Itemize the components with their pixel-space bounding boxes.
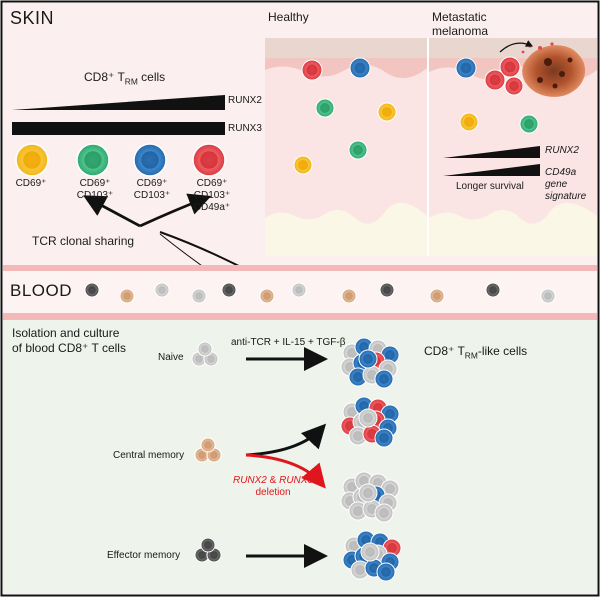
cd69-cd103-cd49a-cell bbox=[192, 143, 226, 177]
blood-cell bbox=[119, 288, 135, 304]
tumor-mass bbox=[521, 42, 586, 97]
healthy-orange-cell-2 bbox=[293, 155, 313, 175]
effector-memory-trm-like-cluster bbox=[382, 538, 402, 558]
cd69-cd103-label-green: CD69⁺ CD103⁺ bbox=[76, 178, 114, 201]
effector-memory-trm-like-cluster bbox=[376, 562, 396, 582]
cd69-cd103-cell-green bbox=[76, 143, 110, 177]
effector-memory-label: Effector memory bbox=[107, 550, 181, 561]
cd69-cd103-label-blue: CD69⁺ CD103⁺ bbox=[133, 178, 171, 201]
metastatic-green-cell bbox=[519, 114, 539, 134]
blood-cell bbox=[154, 282, 170, 298]
naive-trm-like-cluster bbox=[358, 349, 378, 369]
effector-memory-cell-cluster bbox=[200, 537, 216, 553]
metastatic-red-cell-2 bbox=[499, 56, 521, 78]
tcr-arrow-to-trm bbox=[139, 193, 212, 228]
central-memory-deletion-arrow bbox=[245, 453, 326, 489]
central-memory-trm-like-cluster bbox=[358, 408, 378, 428]
central-memory-trm-like-cluster bbox=[348, 426, 368, 446]
effector-memory-trm-like-cluster bbox=[360, 542, 380, 562]
central-memory-cell-cluster bbox=[200, 437, 216, 453]
healthy-green-cell-2 bbox=[348, 140, 368, 160]
healthy-tissue bbox=[265, 38, 427, 256]
blood-cell bbox=[84, 282, 100, 298]
cd49a-survival-bar bbox=[443, 164, 540, 176]
runx3-gradient-bar bbox=[12, 122, 225, 135]
runx2-label: RUNX2 bbox=[228, 95, 262, 106]
metastatic-red-cell bbox=[484, 69, 506, 91]
cd69-cd103-cell-blue bbox=[133, 143, 167, 177]
healthy-blue-cell bbox=[349, 57, 371, 79]
deletion-cell-cluster bbox=[358, 483, 378, 503]
healthy-green-cell bbox=[315, 98, 335, 118]
longer-survival-label: Longer survival bbox=[456, 181, 524, 192]
deletion-cell-cluster bbox=[374, 503, 394, 523]
central-memory-culture-arrow bbox=[245, 423, 327, 457]
metastatic-orange-cell bbox=[459, 112, 479, 132]
trm-cells-title: CD8⁺ TRM cells bbox=[84, 70, 166, 87]
blood-cell bbox=[379, 282, 395, 298]
metastatic-blue-cell bbox=[455, 57, 477, 79]
blood-vessel bbox=[3, 265, 597, 320]
culture-condition-label: anti-TCR + IL-15 + TGF-β bbox=[231, 337, 346, 348]
blood-cell bbox=[429, 288, 445, 304]
deletion-cell-cluster bbox=[380, 479, 400, 499]
culture-panel bbox=[3, 320, 597, 594]
skin-title: SKIN bbox=[10, 8, 55, 28]
cd69-cd103-cd49a-label: CD69⁺ CD103⁺ CD49a⁺ bbox=[193, 178, 231, 213]
tcr-arrow-to-cd103 bbox=[83, 195, 141, 228]
runx2-survival-bar bbox=[443, 146, 540, 158]
healthy-red-cell bbox=[301, 59, 323, 81]
naive-trm-like-cluster bbox=[374, 369, 394, 389]
blood-cell bbox=[221, 282, 237, 298]
blood-cell bbox=[485, 282, 501, 298]
blood-cell bbox=[341, 288, 357, 304]
cd49a-signature-label: CD49a gene signature bbox=[545, 167, 587, 202]
effector-memory-trm-like-cluster bbox=[350, 560, 370, 580]
blood-cell bbox=[540, 288, 556, 304]
tcr-clonal-sharing-label: TCR clonal sharing bbox=[32, 234, 135, 248]
blood-cell bbox=[191, 288, 207, 304]
blood-cell bbox=[259, 288, 275, 304]
central-memory-label: Central memory bbox=[113, 450, 185, 461]
naive-cell-cluster bbox=[197, 341, 213, 357]
runx2-survival-label: RUNX2 bbox=[545, 145, 579, 156]
naive-label: Naive bbox=[158, 352, 184, 363]
tumor-attack-arrow bbox=[499, 40, 534, 53]
healthy-orange-cell bbox=[377, 102, 397, 122]
blood-title: BLOOD bbox=[10, 281, 73, 300]
runx3-label: RUNX3 bbox=[228, 123, 262, 134]
isolation-label: Isolation and culture of blood CD8⁺ T ce… bbox=[12, 326, 126, 355]
blood-cell bbox=[291, 282, 307, 298]
cd69-cell bbox=[15, 143, 49, 177]
runx2-gradient-bar bbox=[12, 95, 225, 110]
healthy-label: Healthy bbox=[268, 10, 309, 24]
trm-like-cells-label: CD8⁺ TRM-like cells bbox=[424, 344, 528, 361]
metastatic-melanoma-label: Metastatic melanoma bbox=[432, 10, 489, 38]
metastatic-red-cell-3 bbox=[504, 76, 524, 96]
cd69-label: CD69⁺ bbox=[15, 178, 47, 189]
central-memory-trm-like-cluster bbox=[374, 428, 394, 448]
